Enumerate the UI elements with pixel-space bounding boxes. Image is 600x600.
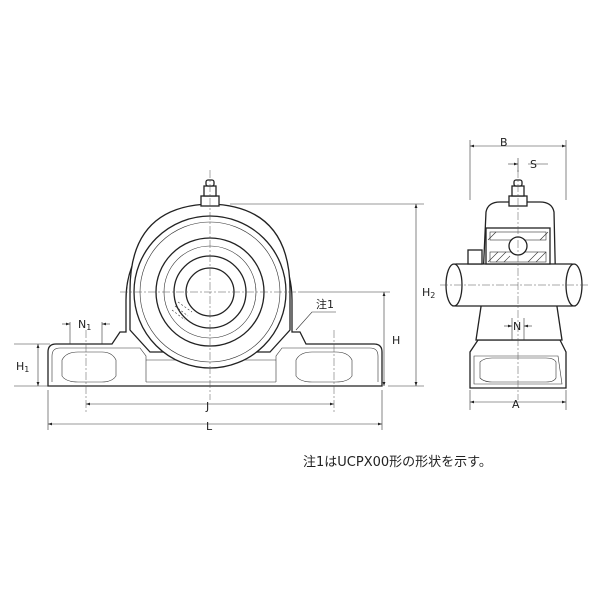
label-L: L [206,420,213,433]
footnote: 注1はUCPX00形の形状を示す。 [303,455,492,470]
label-H2: H2 [422,286,435,300]
dimension-lines [14,140,567,430]
front-view [47,170,383,412]
label-note-marker: 注1 [316,297,334,311]
right-bolt-slot [295,351,353,383]
set-screw [171,301,193,321]
label-N1: N1 [78,318,91,332]
hatching [487,231,549,263]
dimension-labels: B S H2 H H1 N1 N J L A 注1 [16,136,537,433]
left-foot-outline [51,347,147,382]
label-H: H [392,334,400,347]
label-B: B [500,136,508,149]
left-bolt-slot [61,351,117,383]
collar-screw [467,249,483,265]
label-J: J [205,400,209,413]
label-H1: H1 [16,360,29,374]
label-A: A [512,398,520,411]
side-view [440,170,590,400]
label-S: S [530,158,537,171]
label-N: N [513,320,521,333]
right-foot-outline [275,347,379,382]
